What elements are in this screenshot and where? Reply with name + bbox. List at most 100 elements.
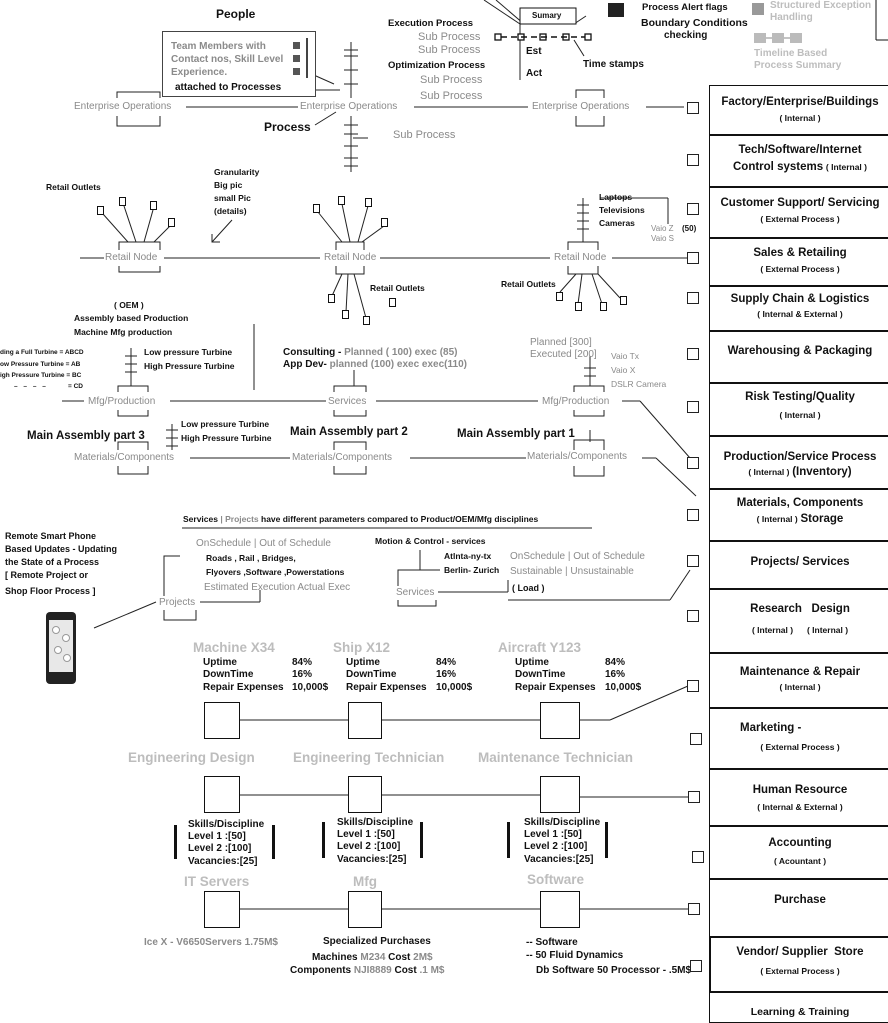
optimization-process-label: Optimization Process (388, 60, 486, 71)
outlet-icon[interactable] (328, 294, 335, 303)
outlet-icon[interactable] (150, 201, 157, 210)
panel-factory[interactable]: Factory/Enterprise/Buildings ( Internal … (709, 85, 888, 135)
panel-vendor[interactable]: Vendor/ Supplier Store ( External Proces… (709, 936, 888, 993)
checkbox-purchase[interactable] (688, 903, 700, 915)
materials-3[interactable]: Materials/Components (527, 451, 628, 462)
panel-research[interactable]: Research Design ( Internal ) ( Internal … (709, 589, 888, 653)
role-vacancies-2: Vacancies:[25] (337, 854, 407, 865)
panel-risk[interactable]: Risk Testing/Quality ( Internal ) (709, 383, 888, 436)
panel-title-line-2: Control systems ( Internal ) (710, 161, 888, 173)
granularity-4: (details) (214, 206, 247, 216)
time-stamps-label: Time stamps (583, 59, 644, 70)
panel-materials[interactable]: Materials, Components ( Internal ) Stora… (709, 489, 888, 541)
checkbox-maintenance[interactable] (687, 680, 699, 692)
checkbox-risk[interactable] (687, 401, 699, 413)
outlet-icon[interactable] (313, 204, 320, 213)
role-box-3[interactable] (540, 776, 580, 813)
panel-warehousing[interactable]: Warehousing & Packaging (709, 331, 888, 383)
asset-box-3[interactable] (540, 702, 580, 739)
panel-marketing[interactable]: Marketing - ( External Process ) (709, 708, 888, 769)
checkbox-tech[interactable] (687, 154, 699, 166)
role-level1-1: Level 1 :[50] (188, 831, 246, 842)
legend-timeline-1: Timeline Based (754, 48, 828, 59)
asset-box-2[interactable] (348, 702, 382, 739)
purchase-box-2[interactable] (348, 891, 382, 928)
materials-1[interactable]: Materials/Components (74, 452, 175, 463)
panel-production[interactable]: Production/Service Process ( Internal ) … (709, 436, 888, 489)
enterprise-ops-3[interactable]: Enterprise Operations (532, 101, 630, 112)
outlet-icon[interactable] (620, 296, 627, 305)
assembly-label: Assembly based Production (74, 313, 189, 323)
consulting-label: Consulting - (283, 347, 345, 358)
mfg-production-2[interactable]: Mfg/Production (542, 396, 610, 407)
retail-node-3[interactable]: Retail Node (554, 252, 607, 263)
panel-maintenance[interactable]: Maintenance & Repair ( Internal ) (709, 653, 888, 708)
outlet-icon[interactable] (600, 302, 607, 311)
asset-box-1[interactable] (204, 702, 240, 739)
checkbox-vendor[interactable] (690, 960, 702, 972)
panel-projects[interactable]: Projects/ Services (709, 541, 888, 589)
panel-title: Warehousing & Packaging (727, 345, 873, 357)
retail-node-2[interactable]: Retail Node (324, 252, 377, 263)
checkbox-production[interactable] (687, 457, 699, 469)
role-box-1[interactable] (204, 776, 240, 813)
checkbox-projects[interactable] (687, 555, 699, 567)
purchase-box-3[interactable] (540, 891, 580, 928)
panel-title: Supply Chain & Logistics (730, 293, 870, 305)
outlet-icon[interactable] (119, 197, 126, 206)
outlet-icon[interactable] (342, 310, 349, 319)
outlet-icon[interactable] (363, 316, 370, 325)
enterprise-ops-1[interactable]: Enterprise Operations (74, 101, 172, 112)
checkbox-sales[interactable] (687, 252, 699, 264)
outlet-icon[interactable] (381, 218, 388, 227)
panel-subtitle: ( Internal ) (779, 682, 821, 692)
role-box-2[interactable] (348, 776, 382, 813)
services-node[interactable]: Services (328, 396, 367, 407)
checkbox-accounting[interactable] (692, 851, 704, 863)
materials-2[interactable]: Materials/Components (292, 452, 393, 463)
panel-supply-chain[interactable]: Supply Chain & Logistics ( Internal & Ex… (709, 286, 888, 331)
mfg-production-1[interactable]: Mfg/Production (88, 396, 156, 407)
services-node-2[interactable]: Services (396, 587, 435, 598)
panel-subtitle: ( Internal ) (779, 410, 821, 420)
checkbox-factory[interactable] (687, 102, 699, 114)
checkbox-research[interactable] (687, 610, 699, 622)
panel-hr[interactable]: Human Resource ( Internal & External ) (709, 769, 888, 826)
sub-process-right: Sub Process (393, 129, 456, 141)
panel-accounting[interactable]: Accounting ( Acountant ) (709, 826, 888, 879)
panel-title: Human Resource (752, 784, 848, 796)
checkbox-warehousing[interactable] (687, 348, 699, 360)
checkbox-materials[interactable] (687, 509, 699, 521)
projects-heading: Services | Projects have different param… (183, 514, 538, 525)
checkbox-marketing[interactable] (690, 733, 702, 745)
panel-purchase[interactable]: Purchase (709, 879, 888, 936)
outlet-icon[interactable] (338, 196, 345, 205)
checkbox-supply-chain[interactable] (687, 292, 699, 304)
smartphone-icon[interactable] (46, 612, 76, 684)
outlet-icon[interactable] (97, 206, 104, 215)
panel-learning[interactable]: Learning & Training (709, 993, 888, 1023)
outlet-icon[interactable] (365, 198, 372, 207)
retail-node-1[interactable]: Retail Node (105, 252, 158, 263)
checkbox-customer-support[interactable] (687, 203, 699, 215)
panel-subtitle: ( External Process ) (760, 742, 840, 752)
panel-tech[interactable]: Tech/Software/Internet Control systems (… (709, 135, 888, 187)
outlet-icon[interactable] (168, 218, 175, 227)
remote-line-5: Shop Floor Process ] (5, 586, 96, 596)
checkbox-hr[interactable] (688, 791, 700, 803)
components-id: NJI8889 (353, 965, 392, 976)
team-members-card: Team Members with Contact nos, Skill Lev… (162, 31, 316, 97)
outlet-icon[interactable] (389, 298, 396, 307)
panel-customer-support[interactable]: Customer Support/ Servicing ( External P… (709, 187, 888, 238)
retail-outlets-2: Retail Outlets (370, 283, 425, 293)
panel-title: Materials, Components (736, 497, 864, 509)
panel-sales[interactable]: Sales & Retailing ( External Process ) (709, 238, 888, 286)
projects-node[interactable]: Projects (159, 597, 196, 608)
outlet-icon[interactable] (556, 292, 563, 301)
purchase-box-1[interactable] (204, 891, 240, 928)
planned-label: Planned [300] (530, 337, 592, 348)
outlet-icon[interactable] (575, 302, 582, 311)
components-cost-label: Cost (391, 965, 420, 976)
enterprise-ops-2[interactable]: Enterprise Operations (300, 101, 398, 112)
